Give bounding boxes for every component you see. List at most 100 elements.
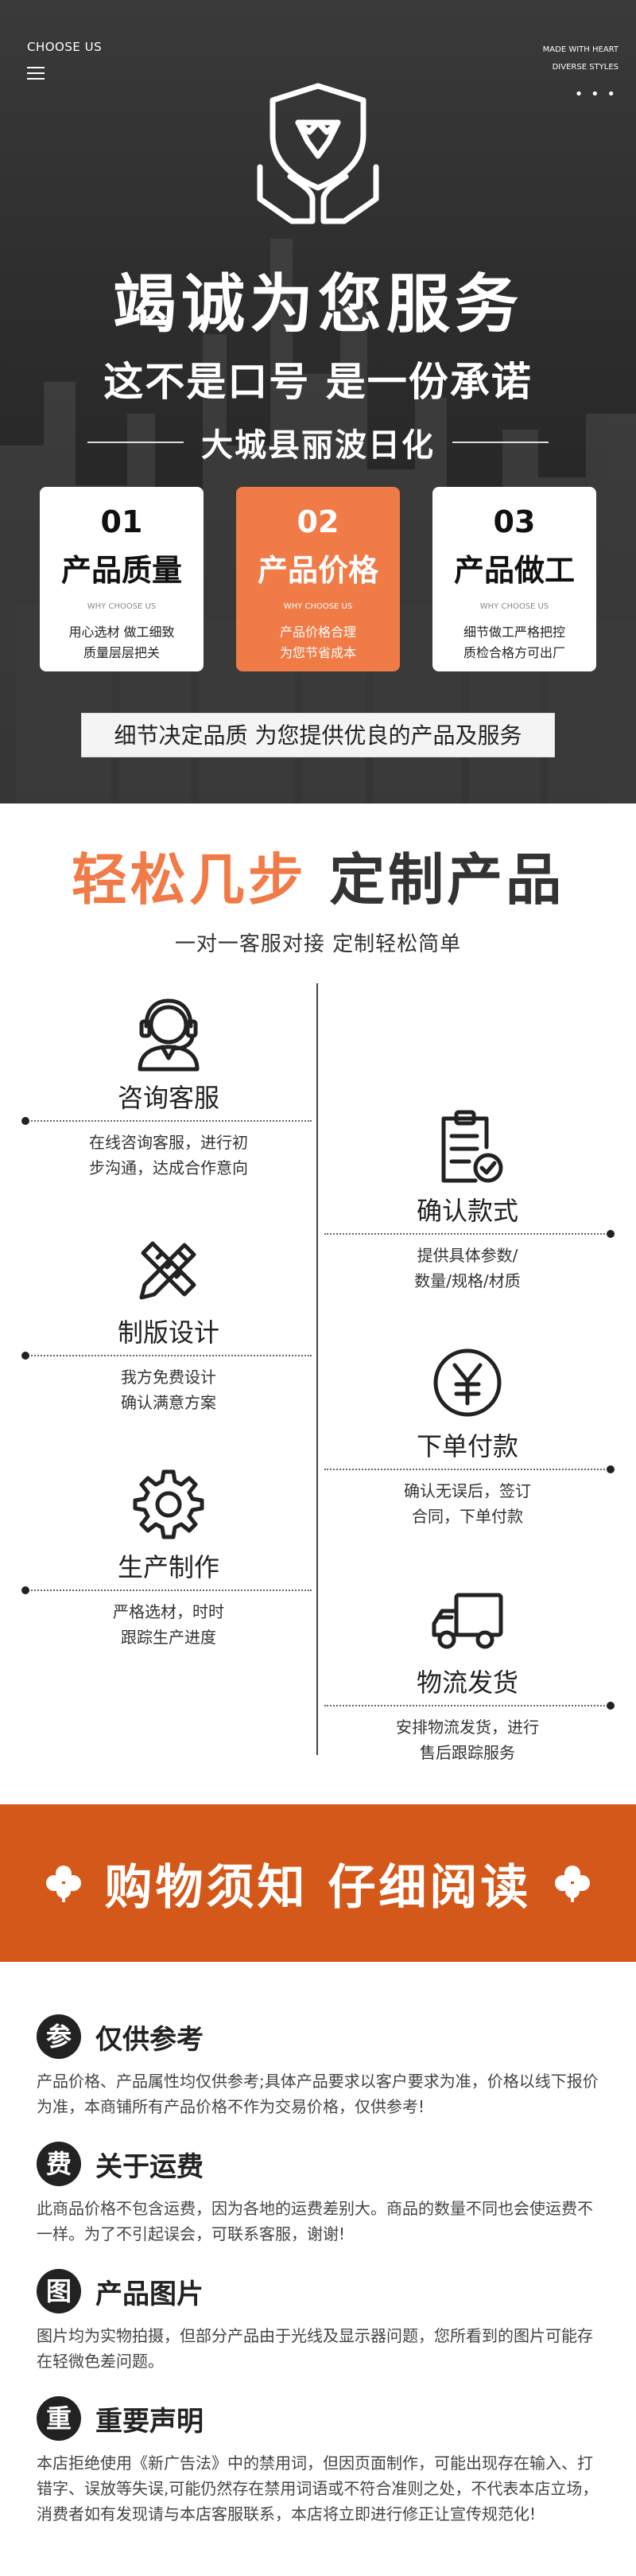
- step-desc-line: 合同，下单付款: [412, 1507, 523, 1526]
- more-dots-icon[interactable]: • • •: [574, 86, 617, 103]
- timeline-line: [316, 983, 318, 1755]
- card-title: 产品价格: [257, 553, 378, 588]
- card-title: 产品质量: [60, 553, 182, 588]
- feature-cards: 01 产品质量 WHY CHOOSE US 用心选材 做工细致 质量层层把关 0…: [40, 487, 596, 671]
- brand-name: 大城县丽波日化: [201, 427, 435, 464]
- card-number: 02: [297, 504, 339, 539]
- step-divider: [324, 1702, 615, 1710]
- step-desc-line: 严格选材，时时: [113, 1602, 224, 1621]
- notice-images: 图 产品图片 图片均为实物拍摄，但部分产品由于光线及显示器问题，您所看到的图片可…: [37, 2266, 601, 2374]
- card-subtitle: WHY CHOOSE US: [283, 602, 353, 611]
- step-desc-line: 确认满意方案: [121, 1393, 216, 1412]
- card-number: 03: [493, 504, 536, 539]
- customer-service-icon: [138, 998, 200, 1072]
- quality-banner: 细节决定品质 为您提供优良的产品及服务: [81, 713, 555, 757]
- step-title: 咨询客服: [117, 1083, 219, 1113]
- feature-card-price[interactable]: 02 产品价格 WHY CHOOSE US 产品价格合理 为您节省成本: [236, 487, 400, 671]
- card-desc-line: 产品价格合理: [279, 625, 356, 640]
- notice-header: 费 关于运费: [37, 2138, 601, 2189]
- step-description: 确认无误后，签订 合同，下单付款: [324, 1478, 611, 1529]
- notice-declaration: 重 重要声明 本店拒绝使用《新广告法》中的禁用词，但因页面制作，可能出现存在输入…: [37, 2393, 601, 2527]
- timeline-dot: [21, 1352, 29, 1360]
- notice-title: 仅供参考: [95, 2023, 204, 2056]
- step-divider: [21, 1586, 312, 1594]
- tagline-line-1: MADE WITH HEART: [542, 45, 619, 54]
- hero-section: CHOOSE US MADE WITH HEART DIVERSE STYLES…: [0, 0, 636, 804]
- notice-badge: 费: [37, 2142, 81, 2186]
- step-title: 物流发货: [416, 1667, 518, 1698]
- timeline-dot: [607, 1702, 615, 1710]
- step-desc-line: 售后跟踪服务: [420, 1743, 515, 1762]
- step-divider: [21, 1352, 312, 1360]
- steps-heading: 轻松几步 定制产品: [0, 835, 636, 916]
- step-delivery: 物流发货 安排物流发货，进行 售后跟踪服务: [324, 1579, 615, 1765]
- step-desc-line: 安排物流发货，进行: [396, 1718, 539, 1737]
- clover-icon: [45, 1866, 81, 1902]
- step-desc-line: 在线咨询客服，进行初: [89, 1133, 248, 1152]
- notice-body: 本店拒绝使用《新广告法》中的禁用词，但因页面制作，可能出现存在输入、打错字、误放…: [37, 2453, 599, 2523]
- hero-subtitle: 这不是口号 是一份承诺: [103, 359, 533, 405]
- notice-body: 此商品价格不包含运费，因为各地的运费差别大。商品的数量不同也会使运费不一样。为了…: [37, 2199, 593, 2243]
- shopping-notice-banner: 购物须知 仔细阅读: [0, 1804, 636, 1962]
- step-production: 生产制作 严格选材，时时 跟踪生产进度: [21, 1464, 312, 1650]
- menu-icon[interactable]: [27, 67, 45, 80]
- card-desc-line: 质量层层把关: [83, 645, 160, 660]
- tagline-line-2: DIVERSE STYLES: [552, 63, 619, 72]
- card-number: 01: [100, 504, 143, 539]
- clipboard-check-icon: [441, 1110, 503, 1183]
- step-desc-line: 数量/规格/材质: [414, 1271, 521, 1290]
- step-design: 制版设计 我方免费设计 确认满意方案: [21, 1229, 312, 1415]
- step-desc-line: 我方免费设计: [121, 1368, 216, 1387]
- notice-title: 产品图片: [95, 2278, 204, 2310]
- notice-header: 图 产品图片: [37, 2266, 601, 2317]
- brand-row: 大城县丽波日化: [87, 420, 549, 465]
- step-description: 安排物流发货，进行 售后跟踪服务: [324, 1714, 611, 1765]
- card-description: 细节做工严格把控 质检合格方可出厂: [432, 622, 596, 663]
- steps-heading-dark: 定制产品: [329, 847, 565, 912]
- card-desc-line: 用心选材 做工细致: [68, 625, 175, 640]
- feature-card-quality[interactable]: 01 产品质量 WHY CHOOSE US 用心选材 做工细致 质量层层把关: [40, 487, 204, 671]
- notice-reference: 参 仅供参考 产品价格、产品属性均仅供参考;具体产品要求以客户要求为准，价格以线…: [37, 2011, 601, 2119]
- card-desc-line: 为您节省成本: [279, 645, 356, 660]
- notice-body: 产品价格、产品属性均仅供参考;具体产品要求以客户要求为准，价格以线下报价为准，本…: [37, 2072, 599, 2116]
- notice-badge: 参: [37, 2014, 81, 2059]
- card-subtitle: WHY CHOOSE US: [87, 602, 157, 611]
- step-title: 确认款式: [416, 1196, 518, 1226]
- step-title: 下单付款: [416, 1431, 518, 1461]
- timeline-dot: [607, 1230, 615, 1238]
- step-desc-line: 跟踪生产进度: [121, 1628, 216, 1647]
- steps-heading-orange: 轻松几步: [71, 847, 307, 912]
- notice-title: 关于运费: [95, 2150, 204, 2183]
- step-desc-line: 步沟通，达成合作意向: [89, 1158, 248, 1177]
- notice-shipping: 费 关于运费 此商品价格不包含运费，因为各地的运费差别大。商品的数量不同也会使运…: [37, 2138, 601, 2247]
- feature-card-workmanship[interactable]: 03 产品做工 WHY CHOOSE US 细节做工严格把控 质检合格方可出厂: [432, 487, 596, 671]
- card-subtitle: WHY CHOOSE US: [479, 602, 549, 611]
- gear-icon: [133, 1469, 204, 1539]
- choose-us-label: CHOOSE US: [27, 40, 103, 54]
- yen-icon: [433, 1348, 502, 1417]
- notice-body: 图片均为实物拍摄，但部分产品由于光线及显示器问题，您所看到的图片可能存在轻微色差…: [37, 2326, 593, 2371]
- step-description: 在线咨询客服，进行初 步沟通，达成合作意向: [25, 1130, 312, 1181]
- step-title: 制版设计: [117, 1317, 219, 1348]
- step-divider: [324, 1230, 615, 1238]
- notice-badge: 图: [37, 2269, 81, 2313]
- notice-header: 重 重要声明: [37, 2393, 601, 2444]
- step-divider: [21, 1117, 312, 1125]
- step-title: 生产制作: [117, 1552, 219, 1582]
- card-title: 产品做工: [453, 553, 575, 588]
- timeline-dot: [607, 1465, 615, 1473]
- divider: [87, 442, 184, 443]
- notice-title: 重要声明: [95, 2405, 204, 2438]
- card-description: 产品价格合理 为您节省成本: [236, 622, 400, 663]
- step-divider: [324, 1465, 615, 1473]
- notice-badge: 重: [37, 2396, 81, 2441]
- step-description: 提供具体参数/ 数量/规格/材质: [324, 1243, 611, 1294]
- step-description: 我方免费设计 确认满意方案: [25, 1364, 312, 1415]
- step-description: 严格选材，时时 跟踪生产进度: [25, 1599, 312, 1650]
- step-confirm-style: 确认款式 提供具体参数/ 数量/规格/材质: [324, 1107, 615, 1294]
- step-consult: 咨询客服 在线咨询客服，进行初 步沟通，达成合作意向: [21, 994, 312, 1181]
- timeline-dot: [21, 1117, 29, 1125]
- card-description: 用心选材 做工细致 质量层层把关: [40, 622, 204, 663]
- shield-hands-icon: [257, 83, 379, 224]
- truck-icon: [432, 1593, 503, 1649]
